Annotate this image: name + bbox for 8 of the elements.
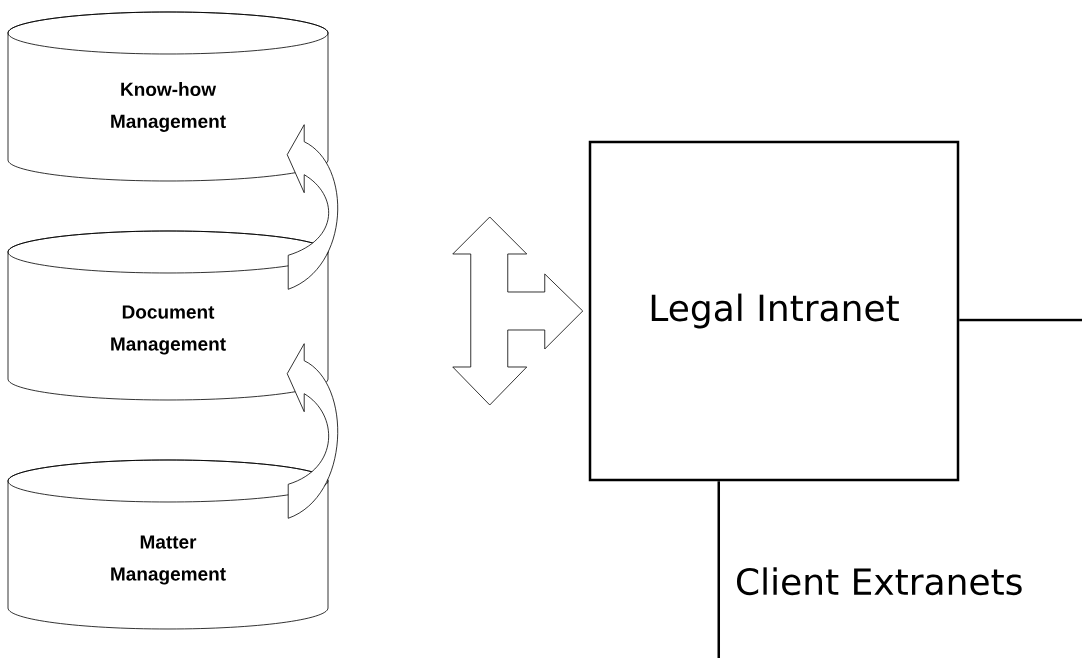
intranet-box: Legal Intranet [588, 140, 960, 482]
cylinder: Document Management [7, 230, 329, 401]
connector-line [717, 481, 720, 658]
edge-label: Client Extranets [737, 567, 1022, 596]
cylinder: Know-how Management [7, 11, 329, 182]
cylinder: Matter Management [7, 459, 329, 630]
connector-line [959, 318, 1082, 322]
three-way-arrow [452, 216, 584, 406]
